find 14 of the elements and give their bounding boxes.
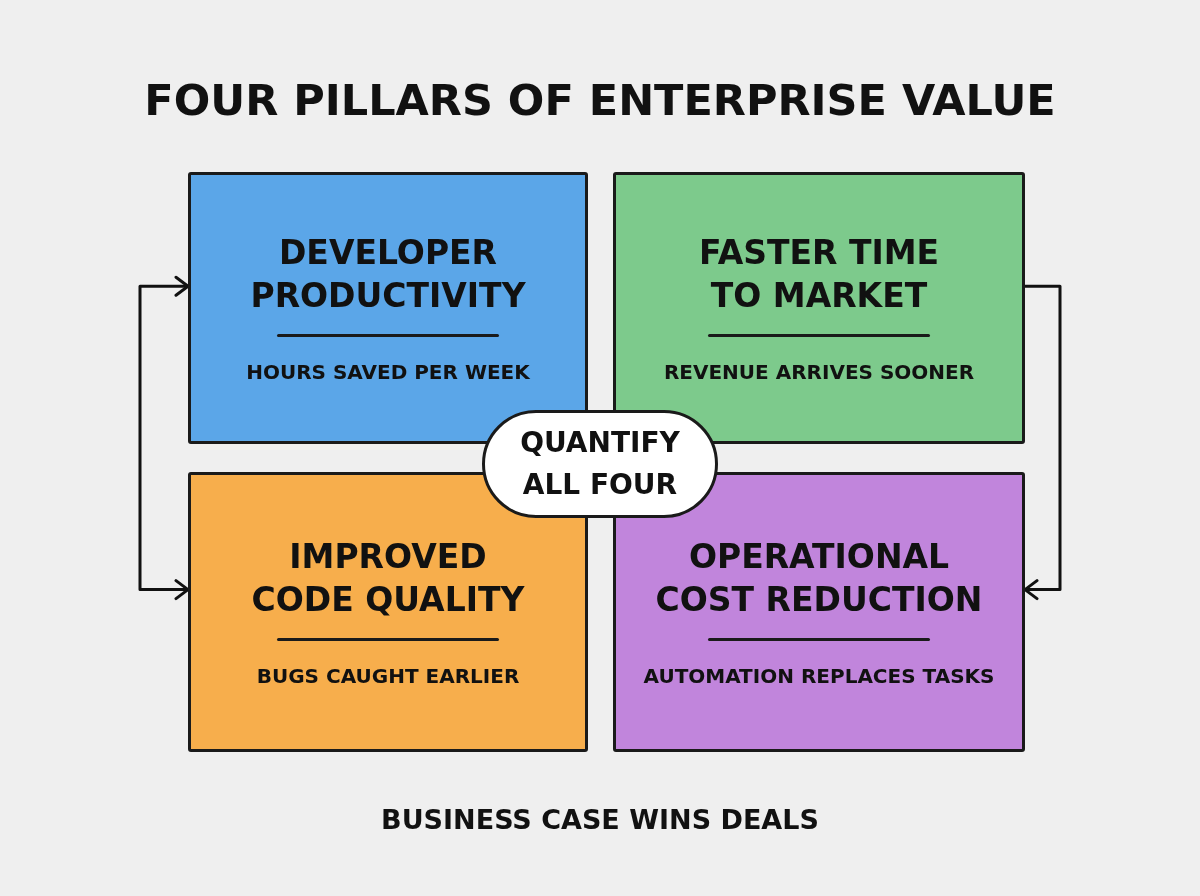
card-subtitle: BUGS CAUGHT EARLIER — [256, 663, 520, 689]
connector-arrow — [1023, 284, 1062, 601]
card-subtitle: HOURS SAVED PER WEEK — [246, 359, 530, 385]
card-heading: DEVELOPER PRODUCTIVITY — [249, 232, 527, 317]
callout-text: QUANTIFY ALL FOUR — [519, 425, 681, 503]
value-card — [188, 472, 588, 752]
diagram-title: FOUR PILLARS OF ENTERPRISE VALUE — [144, 74, 1056, 127]
card-heading: OPERATIONAL COST REDUCTION — [654, 536, 984, 621]
card-heading: FASTER TIME TO MARKET — [697, 232, 941, 317]
card-subtitle: AUTOMATION REPLACES TASKS — [643, 663, 995, 689]
card-subtitle: REVENUE ARRIVES SOONER — [663, 359, 975, 385]
connector-arrow — [138, 275, 190, 601]
card-heading: IMPROVED CODE QUALITY — [250, 536, 526, 621]
caption-text: BUSINESS CASE WINS DEALS — [381, 803, 819, 837]
